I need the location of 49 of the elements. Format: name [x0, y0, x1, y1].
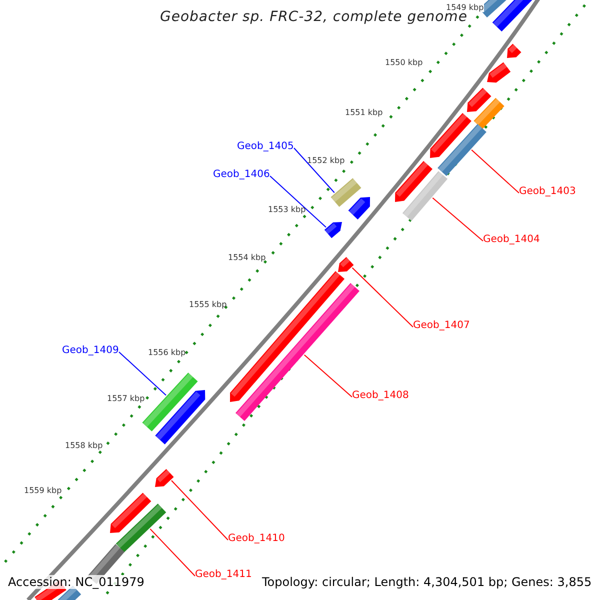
gene-feature — [438, 124, 486, 176]
leader-line — [294, 148, 335, 194]
gene-feature — [155, 390, 206, 444]
scale-label: 1551 kbp — [345, 109, 383, 117]
genome-info-text: Topology: circular; Length: 4,304,501 bp; Genes: 3,855 — [260, 575, 594, 589]
scale-label: 1559 kbp — [24, 487, 62, 495]
leader-line — [118, 352, 167, 396]
scale-label: 1555 kbp — [189, 301, 227, 309]
title: Geobacter sp. FRC-32, complete genome — [160, 10, 468, 24]
gene-feature — [330, 178, 362, 207]
gene-feature — [348, 197, 370, 220]
gene-feature — [507, 44, 522, 58]
scale-label: 1550 kbp — [385, 59, 423, 67]
gene-feature — [402, 171, 448, 221]
scale-label: 1556 kbp — [148, 349, 186, 357]
leader-line — [170, 480, 228, 540]
gene-feature — [116, 504, 166, 552]
gene-label: Geob_1408 — [352, 391, 409, 401]
scale-label: 1554 kbp — [228, 254, 266, 262]
gene-feature — [155, 468, 174, 487]
gene-feature — [467, 88, 492, 112]
gene-feature — [230, 271, 345, 402]
gene-label: Geob_1411 — [195, 570, 252, 580]
leader-line — [352, 267, 414, 328]
gene-feature — [487, 62, 511, 83]
leader-line — [270, 176, 326, 228]
gene-label: Geob_1410 — [228, 534, 285, 544]
leader-line — [471, 149, 520, 194]
scale-label: 1557 kbp — [107, 395, 145, 403]
gene-feature — [492, 0, 533, 32]
gene-label: Geob_1405 — [237, 142, 294, 152]
scale-label: 1549 kbp — [446, 4, 484, 12]
scale-label: 1552 kbp — [307, 157, 345, 165]
gene-feature — [395, 161, 432, 202]
gene-feature — [110, 492, 152, 533]
leader-line — [150, 528, 196, 576]
leader-line — [432, 197, 484, 242]
scale-label: 1553 kbp — [268, 206, 306, 214]
gene-label: Geob_1409 — [62, 346, 119, 356]
gene-label: Geob_1406 — [213, 170, 270, 180]
gene-feature — [430, 112, 472, 158]
gene-feature — [338, 256, 354, 272]
gene-label: Geob_1403 — [519, 187, 576, 197]
gene-feature — [474, 98, 504, 130]
gene-feature — [324, 222, 342, 238]
gene-label: Geob_1404 — [483, 235, 540, 245]
leader-line — [304, 354, 352, 398]
scale-label: 1558 kbp — [65, 442, 103, 450]
gene-label: Geob_1407 — [413, 321, 470, 331]
